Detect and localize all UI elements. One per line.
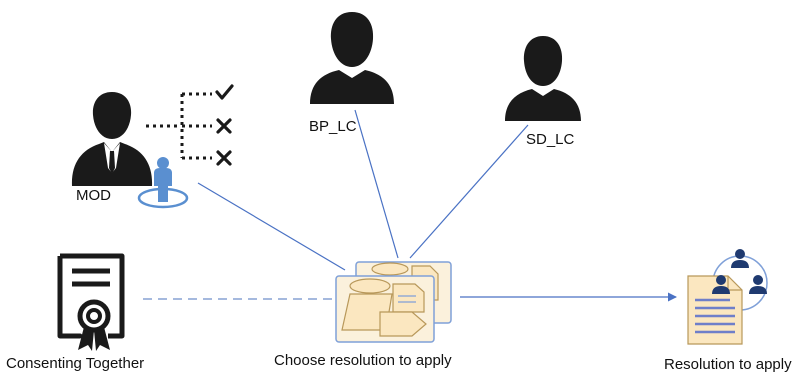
sd-lc-label: SD_LC: [526, 131, 575, 148]
user-position-icon: [137, 157, 189, 209]
connector-bp-to-choose: [354, 109, 399, 259]
document-stack-icon: [335, 261, 452, 343]
bp-lc-person-icon: [310, 12, 394, 104]
consenting-label: Consenting Together: [6, 355, 145, 372]
connector-mod-to-choose: [197, 182, 346, 271]
bp-lc-label: BP_LC: [309, 118, 357, 135]
connector-sd-to-choose: [409, 124, 529, 259]
choose-label: Choose resolution to apply: [274, 352, 452, 369]
connectors: [143, 109, 677, 302]
document-group-icon: [687, 249, 768, 345]
certificate-icon: [57, 253, 125, 351]
mod-label: MOD: [76, 187, 111, 204]
manager-person-icon: [71, 92, 153, 186]
resolution-label: Resolution to apply: [664, 356, 792, 373]
decision-tree-icon: [146, 84, 234, 166]
sd-lc-person-icon: [505, 36, 581, 121]
